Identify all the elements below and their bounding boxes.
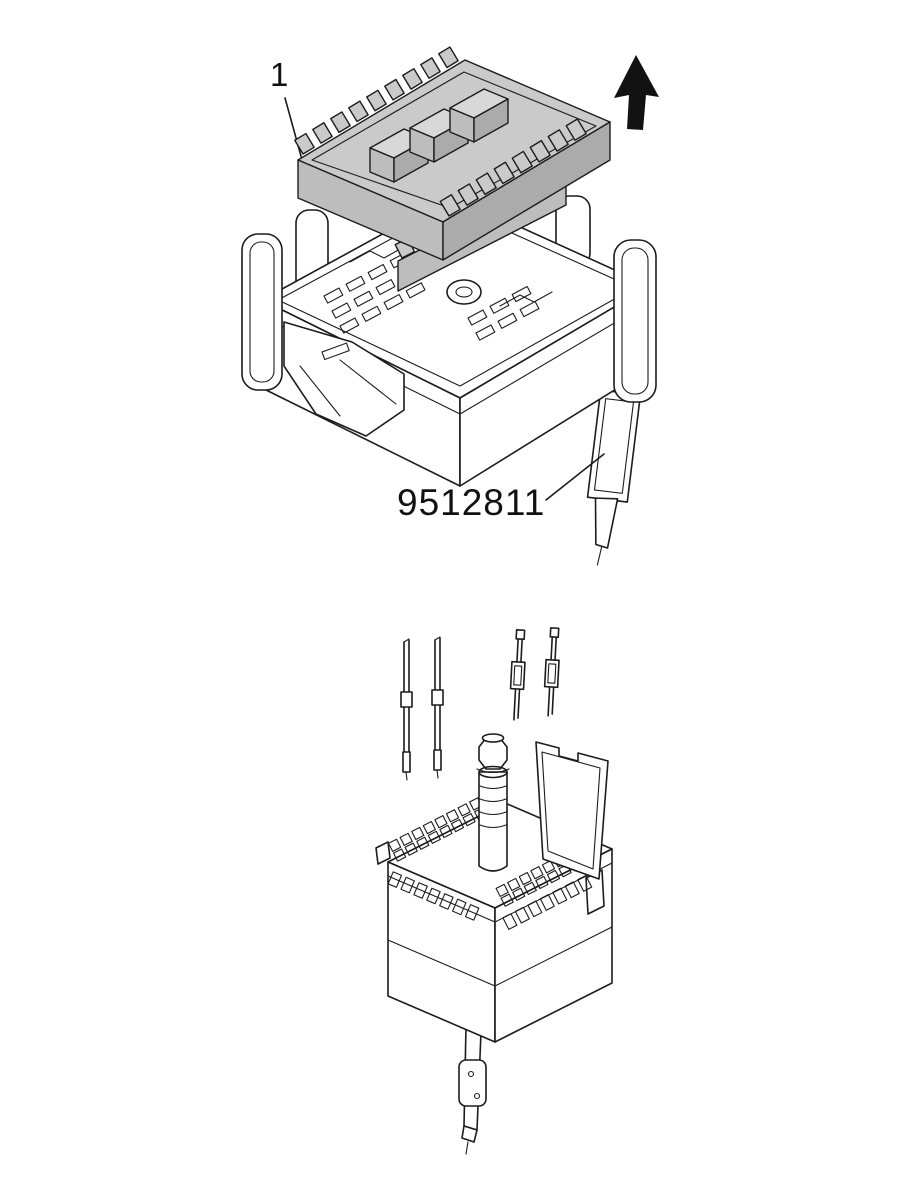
connector-figure: [375, 627, 613, 1155]
fuse-box-body: [241, 195, 657, 487]
connector-flap: [535, 741, 609, 880]
cable-terminal-3: [509, 629, 526, 721]
right-face-ribs: [502, 875, 593, 930]
left-face-ribs: [387, 871, 480, 921]
part-number-leader-line: [545, 453, 605, 501]
relay-blocks: [369, 88, 509, 183]
fuse-slot-grid: [323, 252, 426, 334]
comb-teeth-front: [439, 118, 587, 217]
cable-terminal-2: [431, 636, 444, 779]
bolt-stud: [476, 733, 510, 872]
relay-carrier-cover: [294, 46, 611, 261]
up-arrow-icon: [614, 55, 659, 130]
cable-terminal-1: [400, 638, 413, 781]
terminal-band-back: [388, 797, 488, 862]
mounting-bracket: [283, 321, 405, 437]
cable-terminal-4: [543, 627, 560, 717]
callout-1-label: 1: [270, 56, 289, 93]
part-number-label: 9512811: [397, 482, 546, 523]
fuse-box-exploded-figure: [241, 46, 659, 566]
right-corner-flange: [613, 239, 657, 403]
left-corner-flange: [241, 233, 283, 391]
mounting-strap: [458, 1025, 487, 1155]
comb-teeth-back: [294, 46, 459, 155]
